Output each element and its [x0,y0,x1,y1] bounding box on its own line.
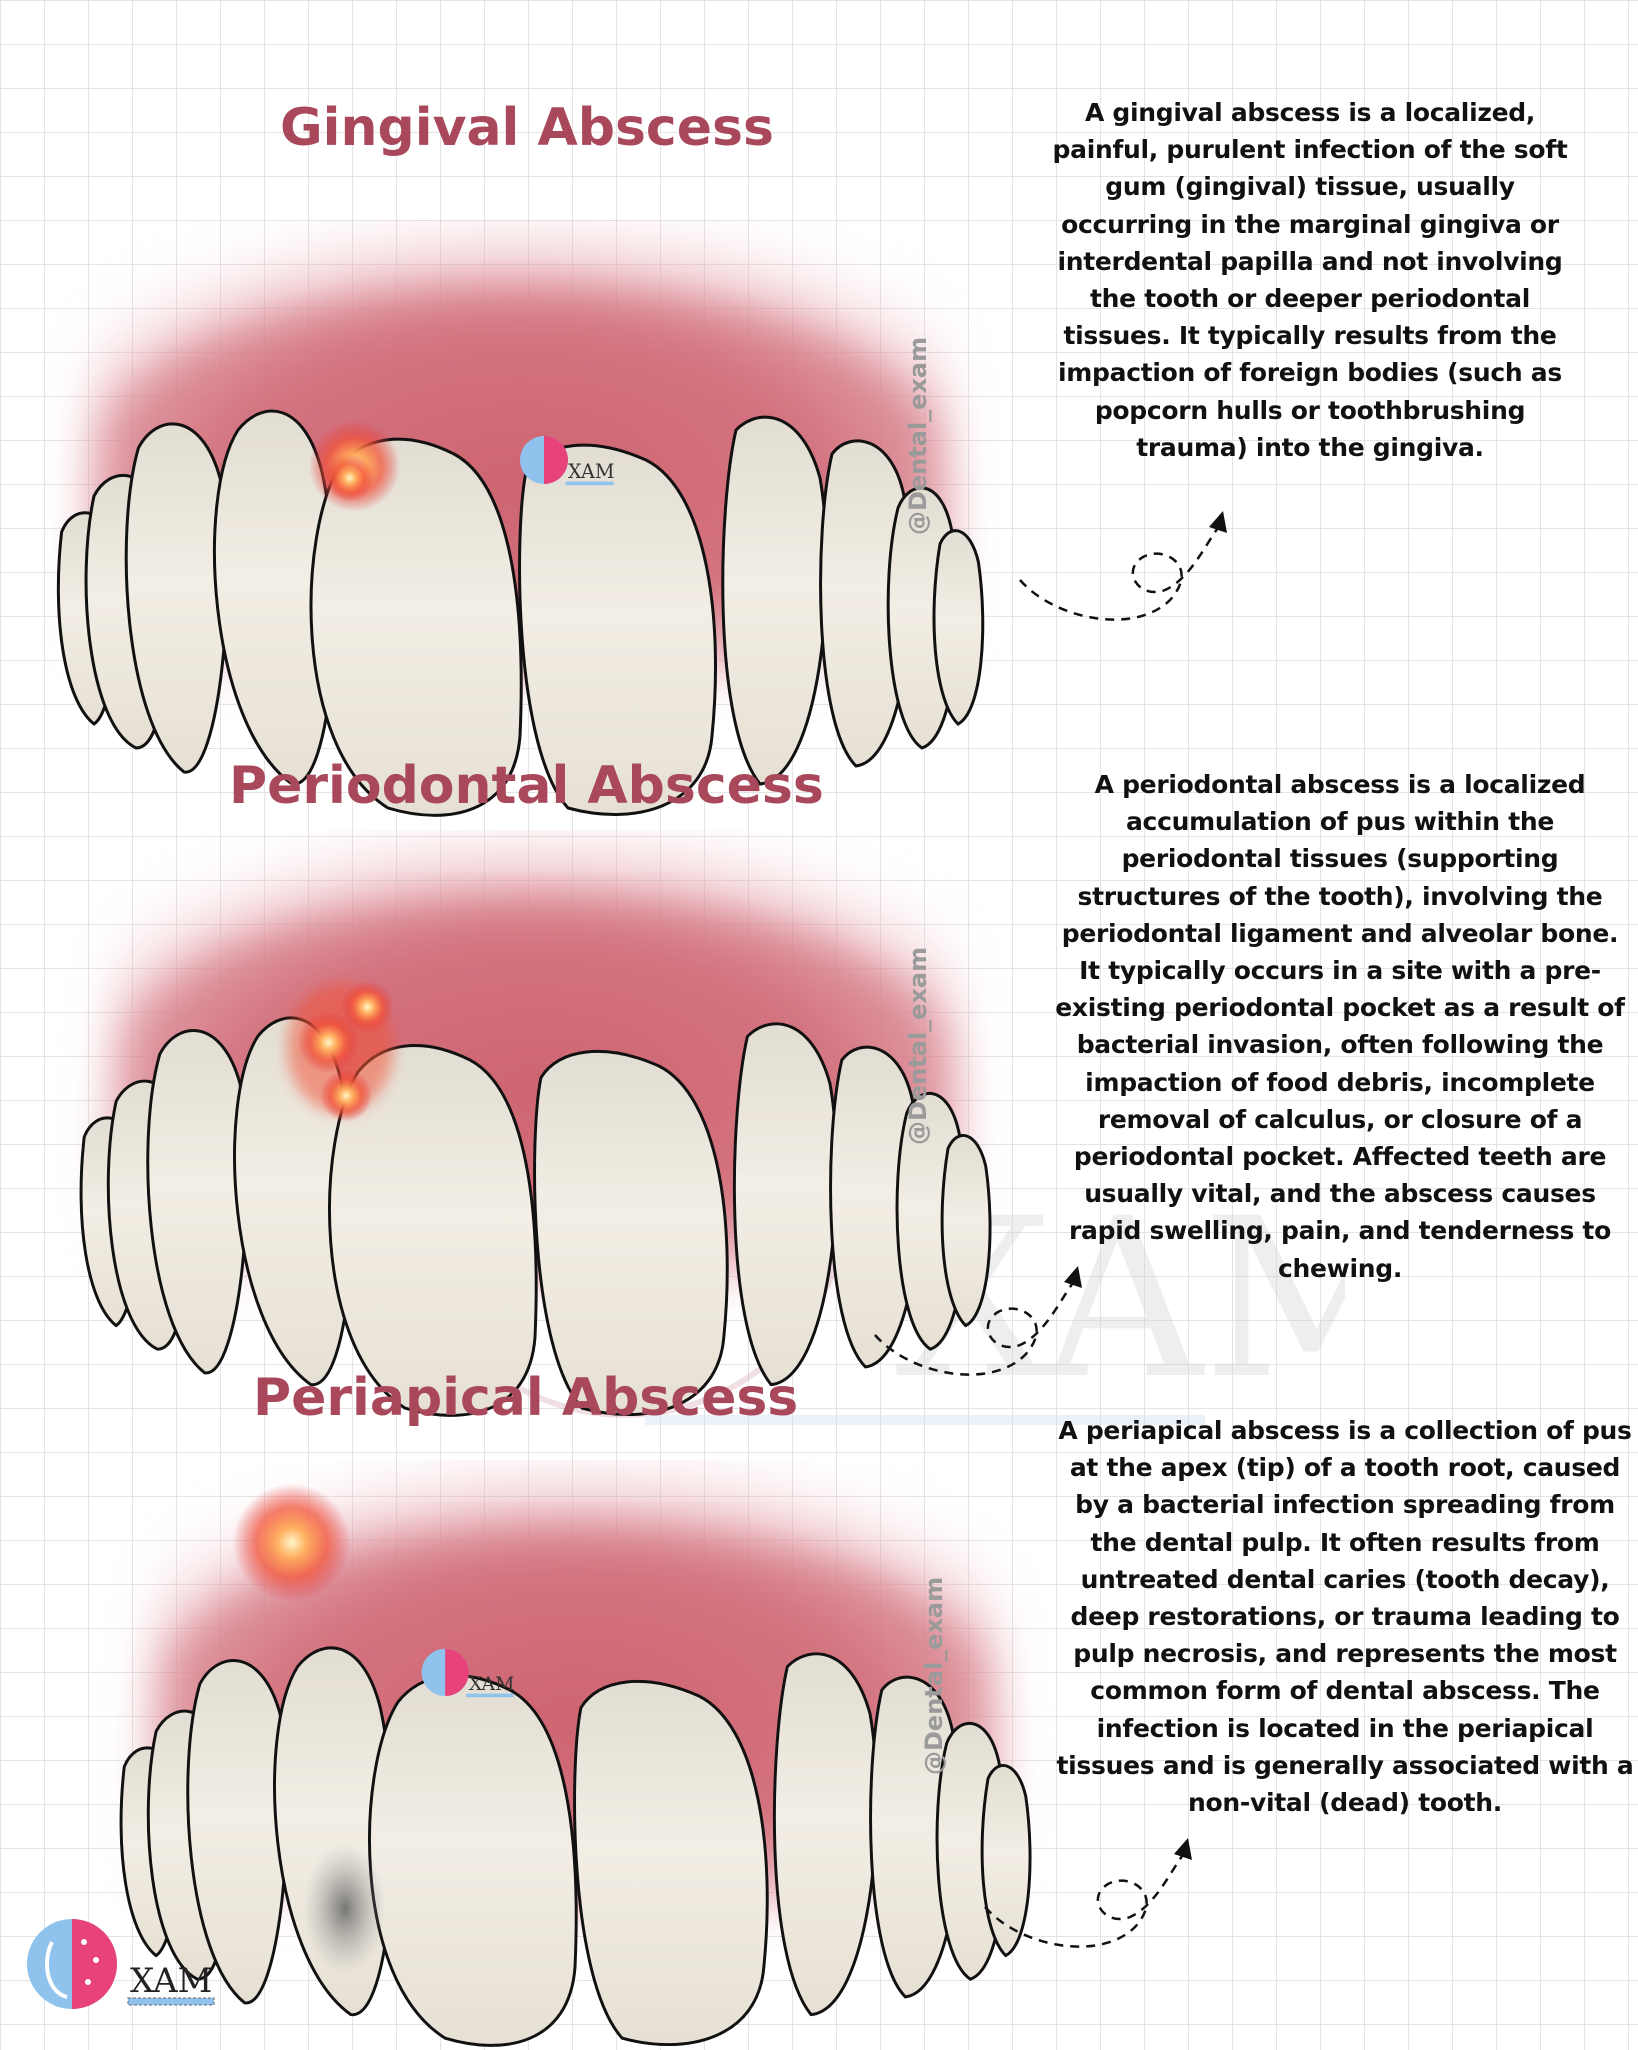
section-title: Periodontal Abscess [229,756,824,816]
periodontal-section: Periodontal Abscess @Dental_exam A perio… [0,720,1638,1360]
gingival-tooth-illustration: XAM [40,220,1000,820]
abscess-spot [325,454,374,502]
decay-spot [303,1843,387,1974]
handle-text: @Dental_exam [904,336,932,535]
svg-text:XAM: XAM [568,460,614,483]
section-description: A gingival abscess is a localized, painf… [1052,98,1568,462]
handle-text: @Dental_exam [904,946,932,1145]
periapical-section: Periapical Abscess XAM @Dental_exam A pe… [0,1360,1638,2048]
logo-text: XAM [130,1961,212,2001]
dashed-loop-arrow-icon [983,1836,1194,1948]
dashed-loop-arrow-icon [1018,509,1229,621]
mini-logo: XAM [421,1648,515,1698]
mini-logo: XAM [520,436,614,486]
periodontal-tooth-illustration [55,830,1015,1420]
section-title: Gingival Abscess [280,98,774,158]
section-title: Periapical Abscess [253,1368,799,1428]
svg-text:XAM: XAM [469,1673,515,1695]
handle-text: @Dental_exam [920,1576,948,1775]
gingival-section: Gingival Abscess XAM @Dental_exam A ging… [0,0,1638,720]
periapical-tooth-illustration: XAM [95,1460,1055,2050]
dental-exam-logo: XAM [27,1919,215,2009]
abscess-spot [232,1483,351,1602]
section-description: A periapical abscess is a collection of … [1056,1416,1634,1818]
abscess-spot [287,981,394,1122]
section-description: A periodontal abscess is a localized acc… [1055,770,1625,1283]
